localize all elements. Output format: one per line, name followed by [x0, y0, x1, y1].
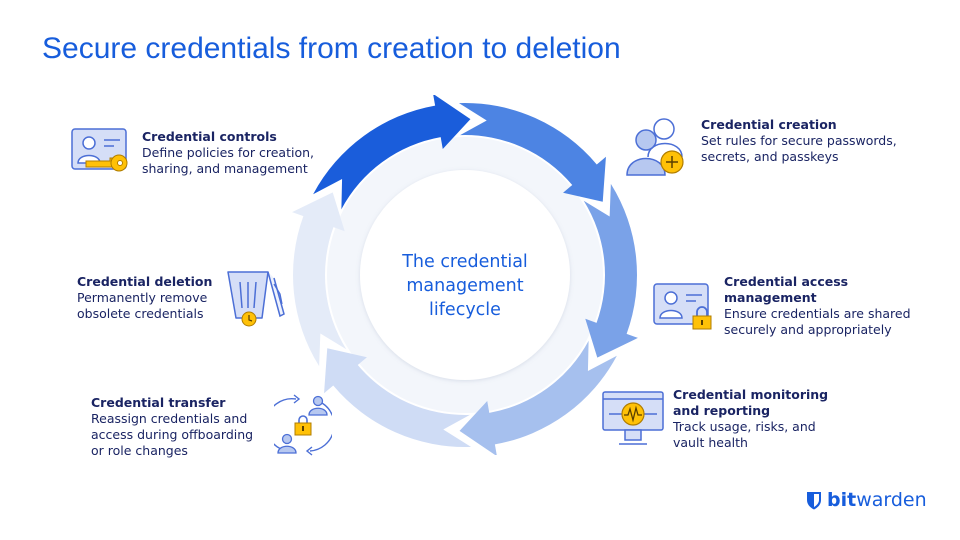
stage-monitoring: Credential monitoring and reporting Trac… — [673, 387, 828, 451]
stage-heading: Credential creation — [701, 117, 837, 132]
stage-desc-line: securely and appropriately — [724, 322, 892, 337]
center-line-2: management — [406, 276, 524, 296]
logo-wordmark: bitwarden — [827, 489, 927, 511]
stage-desc-line: vault health — [673, 435, 748, 450]
stage-desc-line: obsolete credentials — [77, 306, 204, 321]
cycle-arrow-creation — [458, 103, 606, 202]
cycle-arrow-deletion — [292, 192, 347, 367]
stage-desc-line: Set rules for secure passwords, — [701, 133, 897, 148]
page-title: Secure credentials from creation to dele… — [42, 32, 621, 65]
stage-desc-line: access during offboarding — [91, 427, 254, 442]
stage-desc-line: sharing, and management — [142, 161, 308, 176]
id-card-key-icon — [71, 128, 128, 172]
cycle-arrow-transfer — [324, 348, 472, 447]
logo-regular: warden — [856, 489, 927, 511]
trash-clock-icon — [227, 271, 285, 327]
stage-desc-line: Define policies for creation, — [142, 145, 314, 160]
cycle-segments — [292, 95, 638, 455]
cycle-arrow-controls — [313, 95, 471, 210]
stage-desc-line: Ensure credentials are shared — [724, 306, 911, 321]
stage-desc-line: or role changes — [91, 443, 188, 458]
cycle-arrow-access — [583, 183, 638, 358]
center-line-1: The credential — [402, 252, 528, 272]
stage-desc-line: Permanently remove — [77, 290, 208, 305]
stage-controls: Credential controls Define policies for … — [142, 129, 314, 177]
stage-desc-line: Reassign credentials and — [91, 411, 248, 426]
cycle-center-label: The credential management lifecycle — [375, 250, 555, 322]
stage-heading: Credential transfer — [91, 395, 226, 410]
logo-bold: bit — [827, 489, 857, 511]
stage-transfer: Credential transfer Reassign credentials… — [91, 395, 253, 459]
stage-heading: Credential deletion — [77, 274, 213, 289]
stage-heading: Credential controls — [142, 129, 277, 144]
id-card-lock-icon — [653, 283, 712, 330]
stage-heading: Credential monitoring — [673, 387, 829, 402]
users-add-icon — [626, 118, 684, 176]
stage-deletion: Credential deletion Permanently remove o… — [77, 274, 212, 322]
stage-desc-line: Track usage, risks, and — [673, 419, 816, 434]
stage-creation: Credential creation Set rules for secure… — [701, 117, 897, 165]
stage-desc-line: secrets, and passkeys — [701, 149, 839, 164]
bitwarden-logo: bitwarden — [806, 489, 927, 511]
cycle-center-disc — [360, 170, 570, 380]
shield-icon — [807, 491, 821, 509]
stage-access: Credential access management Ensure cred… — [724, 274, 911, 338]
stage-heading: and reporting — [673, 403, 771, 418]
monitor-pulse-icon — [602, 391, 664, 445]
stage-heading: Credential access — [724, 274, 849, 289]
user-transfer-lock-icon — [274, 394, 332, 456]
stage-heading: management — [724, 290, 817, 305]
center-line-3: lifecycle — [429, 300, 501, 320]
cycle-arrow-monitoring — [459, 340, 617, 455]
lifecycle-cycle — [292, 95, 638, 455]
